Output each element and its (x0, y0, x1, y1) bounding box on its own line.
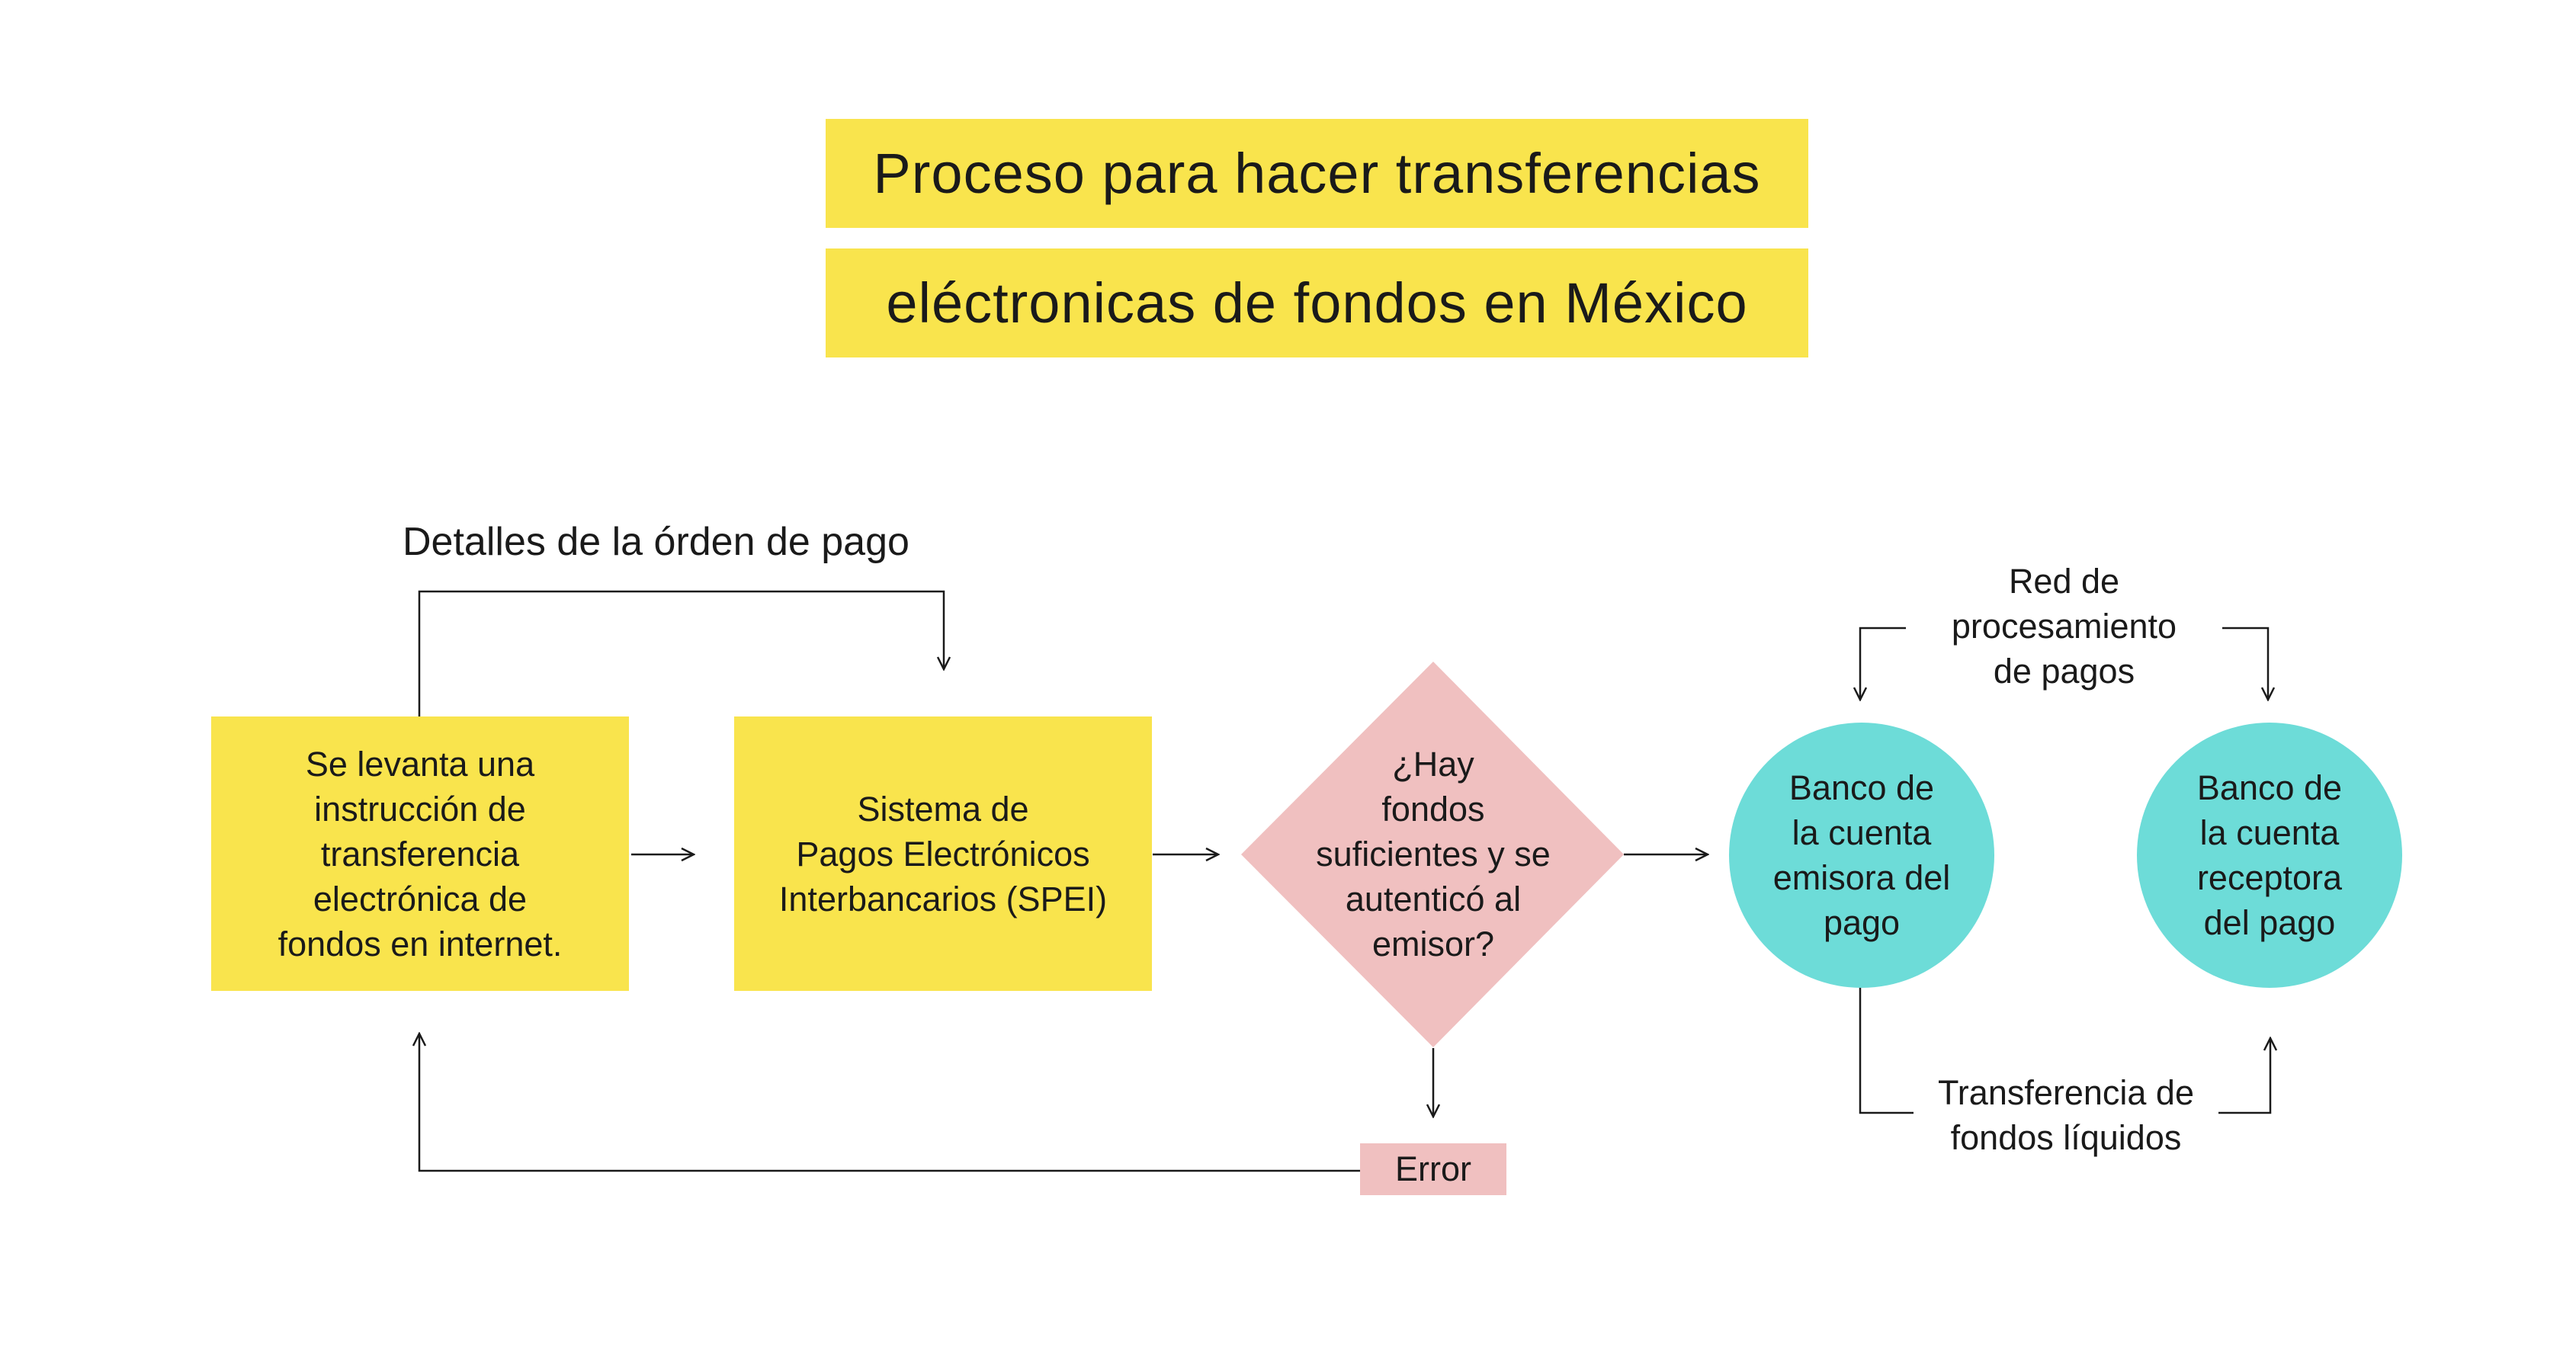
transfer-left-connector (1859, 987, 1914, 1114)
title-line-2: eléctronicas de fondos en México (826, 248, 1808, 357)
order-details-connector (418, 590, 944, 716)
error-node: Error (1360, 1143, 1506, 1195)
liquid-transfer-label: Transferencia de fondos líquidos (1937, 1073, 2194, 1157)
sender-bank-node: Banco de la cuenta emisora del pago (1729, 723, 1994, 988)
title-line-1: Proceso para hacer transferencias (826, 119, 1808, 228)
transfer-right-connector (2218, 1038, 2270, 1114)
instruction-node: Se levanta una instrucción de transferen… (211, 716, 629, 991)
decision-text: ¿Hay fondos suficientes y se autenticó a… (1316, 744, 1551, 963)
processing-network-label: Red de procesamiento de pagos (1951, 562, 2177, 691)
receiver-bank-node: Banco de la cuenta receptora del pago (2137, 723, 2402, 988)
network-right-connector (2222, 627, 2268, 700)
order-details-label: Detalles de la órden de pago (403, 520, 909, 564)
network-left-connector (1860, 627, 1906, 700)
spei-node: Sistema de Pagos Electrónicos Interbanca… (734, 716, 1152, 991)
error-to-instruction-connector (419, 1034, 1360, 1172)
decision-diamond (1241, 662, 1624, 1047)
